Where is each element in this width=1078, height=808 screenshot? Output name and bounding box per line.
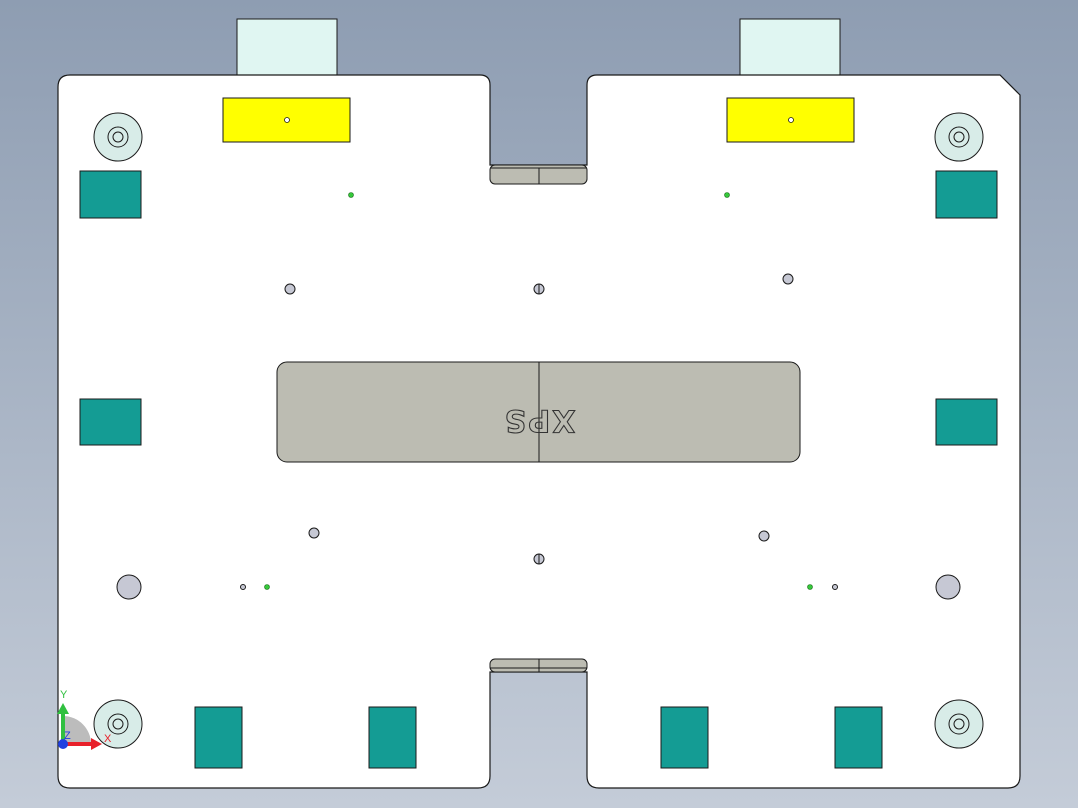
triad-z-label: Z [64, 730, 71, 742]
large-hole-left[interactable] [116, 574, 142, 600]
hole-upper-right[interactable] [782, 273, 794, 285]
triad-shadow [63, 716, 91, 744]
engraved-text: XPS [503, 403, 576, 438]
coordinate-triad [57, 703, 102, 750]
pad-bottom-4[interactable] [834, 706, 883, 769]
pad-right-middle[interactable] [935, 398, 998, 446]
top-tab-right[interactable] [739, 18, 841, 76]
yellow-block-right-hole [788, 117, 794, 123]
triad-x-arrow [91, 738, 102, 750]
triad-y-arrow [57, 703, 69, 714]
green-marker-bottom-right[interactable] [807, 584, 813, 590]
top-tab-left[interactable] [236, 18, 338, 76]
pad-left-upper[interactable] [79, 170, 142, 219]
corner-boss-top-right[interactable] [934, 112, 984, 162]
pad-bottom-1[interactable] [194, 706, 243, 769]
triad-y-label: Y [60, 689, 68, 701]
pad-bottom-3[interactable] [660, 706, 709, 769]
green-marker-top-right[interactable] [724, 192, 730, 198]
pad-left-middle[interactable] [79, 398, 142, 446]
triad-z-axis [58, 739, 68, 749]
corner-boss-top-left[interactable] [93, 112, 143, 162]
corner-boss-bottom-right[interactable] [934, 699, 984, 749]
small-hole-right[interactable] [832, 584, 838, 590]
yellow-block-left-hole [284, 117, 290, 123]
small-hole-left[interactable] [240, 584, 246, 590]
triad-x-label: X [104, 733, 112, 745]
green-marker-bottom-left[interactable] [264, 584, 270, 590]
hole-lower-right[interactable] [758, 530, 770, 542]
large-hole-right[interactable] [935, 574, 961, 600]
hole-upper-left[interactable] [284, 283, 296, 295]
pad-right-upper[interactable] [935, 170, 998, 219]
green-marker-top-left[interactable] [348, 192, 354, 198]
corner-boss-bottom-left[interactable] [93, 699, 143, 749]
hole-lower-left[interactable] [308, 527, 320, 539]
pad-bottom-2[interactable] [368, 706, 417, 769]
